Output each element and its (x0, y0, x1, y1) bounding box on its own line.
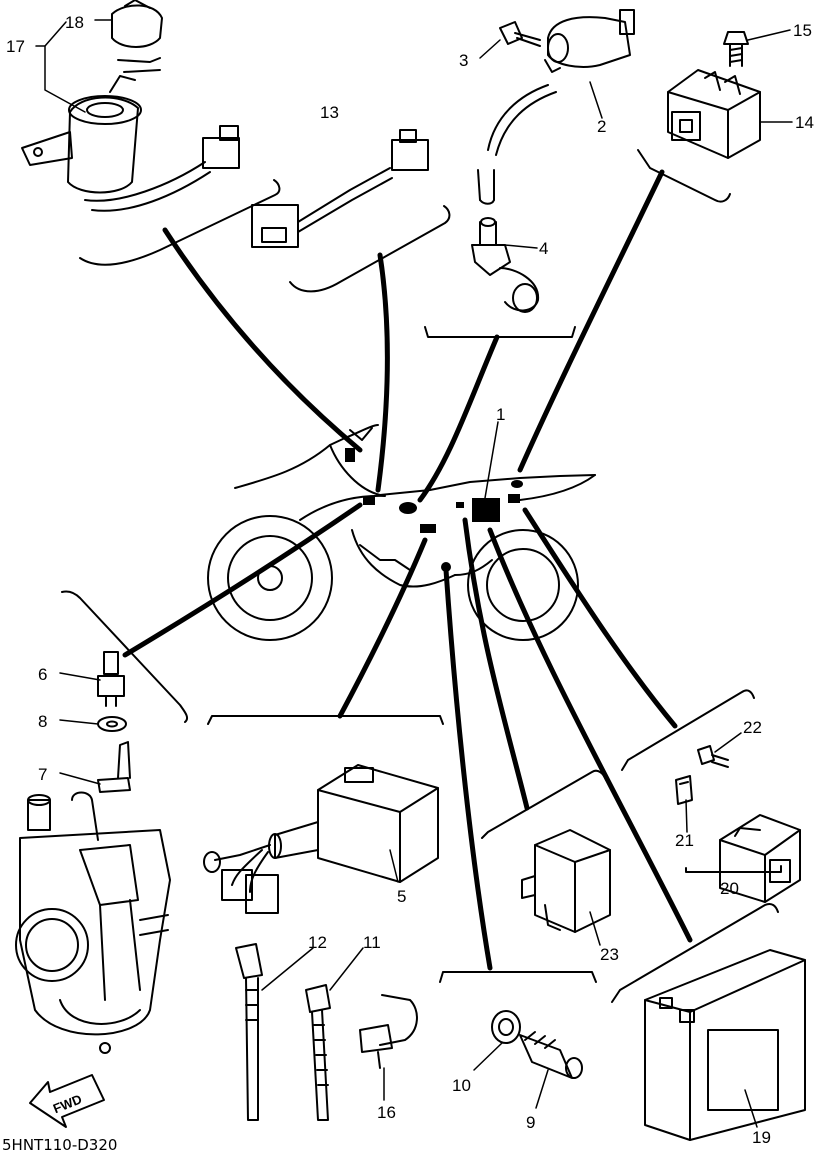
bracket-19 (611, 902, 779, 1003)
callout-21: 21 (675, 831, 694, 850)
bracket-5 (207, 715, 444, 725)
callout-5: 5 (397, 887, 406, 906)
callout-18: 18 (65, 13, 84, 32)
callout-leaders (35, 19, 793, 1128)
battery-19 (644, 949, 806, 1141)
bracket-ignition (424, 326, 576, 338)
relay-23 (521, 829, 611, 933)
diagram-code: 5HNT110-D320 (2, 1136, 117, 1153)
callout-16: 16 (377, 1103, 396, 1122)
callout-10: 10 (452, 1076, 471, 1095)
bracket-23 (481, 769, 607, 839)
callout-labels: 1 2 3 4 5 6 7 8 9 10 11 12 13 14 15 16 1… (6, 13, 814, 1147)
washer-8 (97, 716, 127, 732)
clamp-16 (359, 994, 418, 1069)
leader-lines (122, 169, 693, 971)
bike-markers (345, 448, 523, 572)
callout-12: 12 (308, 933, 327, 952)
bolt-22 (697, 745, 729, 768)
callout-2: 2 (597, 117, 606, 136)
callout-13: 13 (320, 103, 339, 122)
bracket-10 (439, 971, 597, 983)
callout-8: 8 (38, 712, 47, 731)
neutral-switch-9 (519, 1031, 583, 1079)
callout-17: 17 (6, 37, 25, 56)
spark-plug-cap (471, 217, 540, 313)
callout-11: 11 (363, 933, 381, 952)
starter-relay-20 (719, 814, 801, 903)
bracket-20-group (685, 865, 782, 873)
regulator-14 (667, 69, 761, 159)
motorcycle-outline (207, 424, 596, 641)
ignition-coil (477, 9, 635, 205)
cdi-unit-5 (203, 764, 439, 914)
fwd-label: FWD (51, 1091, 84, 1116)
callout-4: 4 (539, 239, 548, 258)
callout-9: 9 (526, 1113, 535, 1132)
gasket-10 (491, 1010, 521, 1044)
cable-tie-12 (235, 943, 263, 1121)
callout-19: 19 (752, 1128, 771, 1147)
screw-15 (723, 31, 749, 67)
bracket-7 (97, 741, 131, 793)
nipple-6 (97, 651, 125, 707)
bracket-14 (637, 149, 731, 203)
callout-6: 6 (38, 665, 47, 684)
callout-20: 20 (720, 879, 739, 898)
callout-23: 23 (600, 945, 619, 964)
bracket-20 (621, 689, 755, 771)
carburetor (15, 791, 171, 1054)
bolt-3 (499, 21, 541, 47)
cable-tie-11 (305, 984, 331, 1121)
callout-7: 7 (38, 765, 47, 784)
callout-1: 1 (496, 405, 505, 424)
callout-3: 3 (459, 51, 468, 70)
fuse-holder-21 (675, 775, 693, 805)
main-switch-assembly (21, 0, 240, 212)
callout-15: 15 (793, 21, 812, 40)
bracket-17 (79, 179, 281, 266)
callout-14: 14 (795, 113, 814, 132)
callout-22: 22 (743, 718, 762, 737)
fwd-arrow-icon (29, 1074, 105, 1128)
bracket-13 (289, 205, 451, 293)
lead-wire-13 (251, 129, 429, 248)
